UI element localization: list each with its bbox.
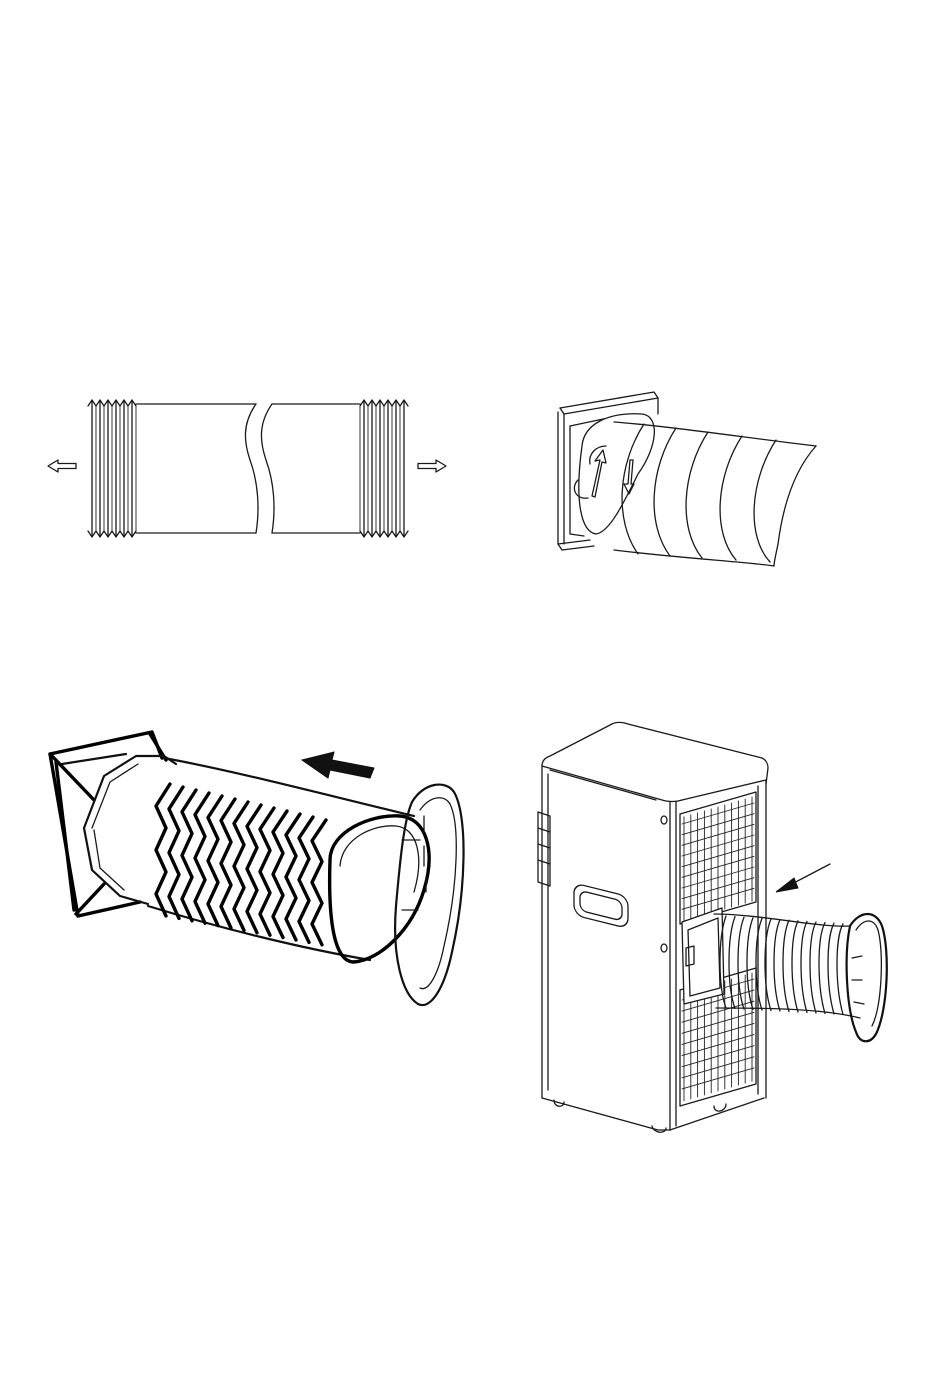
hose-connector-plate: [682, 908, 724, 1004]
window-adapter-square: [50, 732, 166, 916]
unit-hose-nozzle: [847, 914, 887, 1041]
pointer-arrow-icon: [776, 864, 830, 892]
hose-right-cuff: [360, 400, 408, 537]
right-arrow-icon: [418, 460, 446, 472]
adapter-collar: [574, 414, 654, 534]
hose-body: [136, 404, 360, 533]
portable-ac-unit: [542, 723, 768, 1133]
carry-handle: [574, 883, 628, 928]
hose-ribs: [156, 784, 326, 945]
figure-hose-extend: [30, 390, 470, 550]
figure-adapter-attach-hose: [40, 720, 480, 1020]
left-arrow-icon: [48, 460, 76, 472]
hose-end-cap: [330, 816, 429, 962]
rear-grille-upper: [680, 792, 756, 924]
hose-left-cuff: [88, 400, 136, 537]
figure-unit-connect-hose: [530, 718, 900, 1138]
unit-hose: [714, 914, 860, 1018]
push-arrow-icon: [302, 752, 374, 778]
figure-window-adapter-twist: [548, 384, 838, 574]
